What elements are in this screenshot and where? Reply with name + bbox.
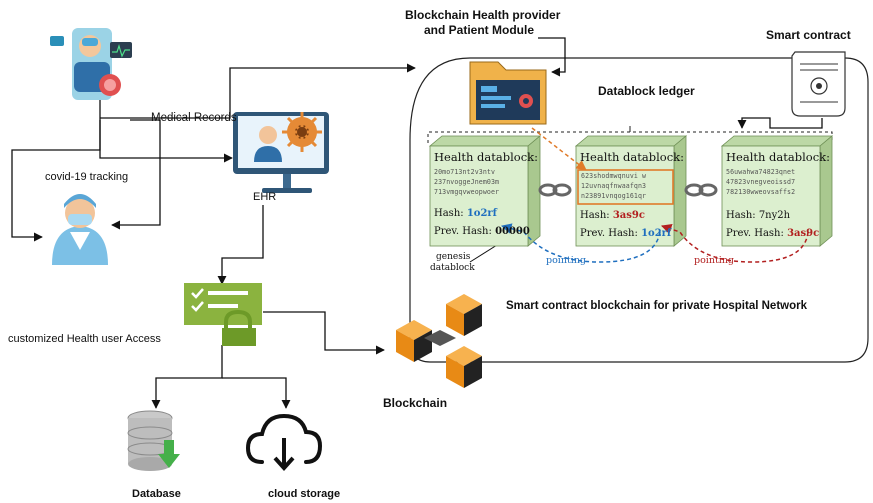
- chain-link-icon: [684, 183, 718, 197]
- prev-hash-label: Prev. Hash:: [580, 228, 638, 239]
- block1-data-line: 237nvoggeJnem03m: [434, 178, 500, 186]
- connector: [263, 311, 385, 355]
- highlighted-data-box: [577, 169, 674, 205]
- network-boundary: [409, 57, 869, 363]
- block2-title: Health datablock:: [580, 150, 684, 164]
- health-access-label: customized Health user Access: [8, 333, 161, 345]
- database-icon: [127, 410, 180, 471]
- block3-hash: Hash: 7ny2h: [726, 210, 790, 221]
- hash-value: 7ny2h: [758, 210, 791, 221]
- pointing-arrow-blue: [500, 223, 661, 263]
- ledger-title: Datablock ledger: [598, 84, 695, 98]
- block1-title: Health datablock:: [434, 150, 538, 164]
- database-label: Database: [132, 488, 181, 500]
- datablock-3: [720, 135, 834, 247]
- block3-prev-hash: Prev. Hash: 3as9c: [726, 228, 819, 239]
- smart-contract-label: Smart contract: [766, 28, 851, 42]
- blockchain-cubes-icon: [396, 294, 482, 388]
- connector: [222, 377, 291, 409]
- datablock-2: [574, 135, 688, 247]
- block2-prev-hash: Prev. Hash: 1o2rf: [580, 228, 671, 239]
- chain-link-icon: [538, 183, 572, 197]
- cloud-download-icon: [245, 413, 323, 471]
- block3-data-line: 56uwahwa74823qnet: [726, 168, 796, 176]
- ehr-label: EHR: [253, 191, 277, 203]
- connector: [151, 345, 223, 409]
- hash-label: Hash:: [580, 210, 610, 221]
- folder-module-icon: [469, 61, 547, 125]
- access-checklist-icon: [184, 283, 262, 346]
- block1-data-line: 713vmgqvweopwoer: [434, 188, 500, 196]
- hash-label: Hash:: [726, 210, 756, 221]
- connector: [217, 205, 264, 285]
- block1-hash: Hash: 1o2rf: [434, 208, 497, 219]
- provider-label-line2: and Patient Module: [424, 23, 535, 37]
- connector: [538, 37, 566, 77]
- blockchain-label: Blockchain: [383, 396, 448, 410]
- contract-scroll-icon: [791, 51, 846, 117]
- connector: [737, 117, 823, 129]
- hash-label: Hash:: [434, 208, 464, 219]
- provider-label-line1: Blockchain Health provider: [405, 8, 561, 22]
- connector: [100, 63, 416, 119]
- genesis-label-line2: datablock: [430, 263, 475, 273]
- block3-data-line: 782130wweovsaffs2: [726, 188, 796, 196]
- covid-tracking-label: covid-19 tracking: [45, 171, 129, 183]
- doctor-icon: [52, 194, 108, 265]
- genesis-label-line1: genesis: [436, 252, 471, 262]
- pointing-label-red: pointing: [694, 255, 735, 266]
- block2-hash: Hash: 3as9c: [580, 210, 645, 221]
- hash-value: 3as9c: [612, 210, 645, 221]
- patient-monitor-icon: [50, 28, 132, 100]
- connector: [99, 120, 233, 163]
- medical-records-label: Medical Records: [151, 112, 237, 124]
- block1-prev-hash: Prev. Hash: 00000: [434, 226, 530, 237]
- prev-hash-value: 00000: [495, 226, 530, 237]
- connector: [111, 119, 161, 230]
- prev-hash-label: Prev. Hash:: [434, 226, 492, 237]
- pointing-label-blue: pointing: [546, 255, 587, 266]
- cloud-storage-label: cloud storage: [268, 488, 341, 500]
- hash-value: 1o2rf: [466, 208, 497, 219]
- prev-hash-label: Prev. Hash:: [726, 228, 784, 239]
- block2-data-line: n23891vnqog161qr: [581, 192, 647, 200]
- network-caption: Smart contract blockchain for private Ho…: [506, 300, 807, 312]
- block2-data-line: 623shodmwqnuvi w: [581, 172, 647, 180]
- prev-hash-value: 1o2rf: [641, 228, 672, 239]
- block1-data-line: 20mo713nt2v3ntv: [434, 168, 496, 176]
- block2-data-line: 12uvnaqfnwaafqn3: [581, 182, 647, 190]
- block3-title: Health datablock:: [726, 150, 830, 164]
- prev-hash-value: 3as9c: [787, 228, 820, 239]
- block3-data-line: 47823vnegveoissd7: [726, 178, 796, 186]
- ehr-monitor-icon: [233, 112, 329, 193]
- pointing-arrow-red: [661, 224, 809, 263]
